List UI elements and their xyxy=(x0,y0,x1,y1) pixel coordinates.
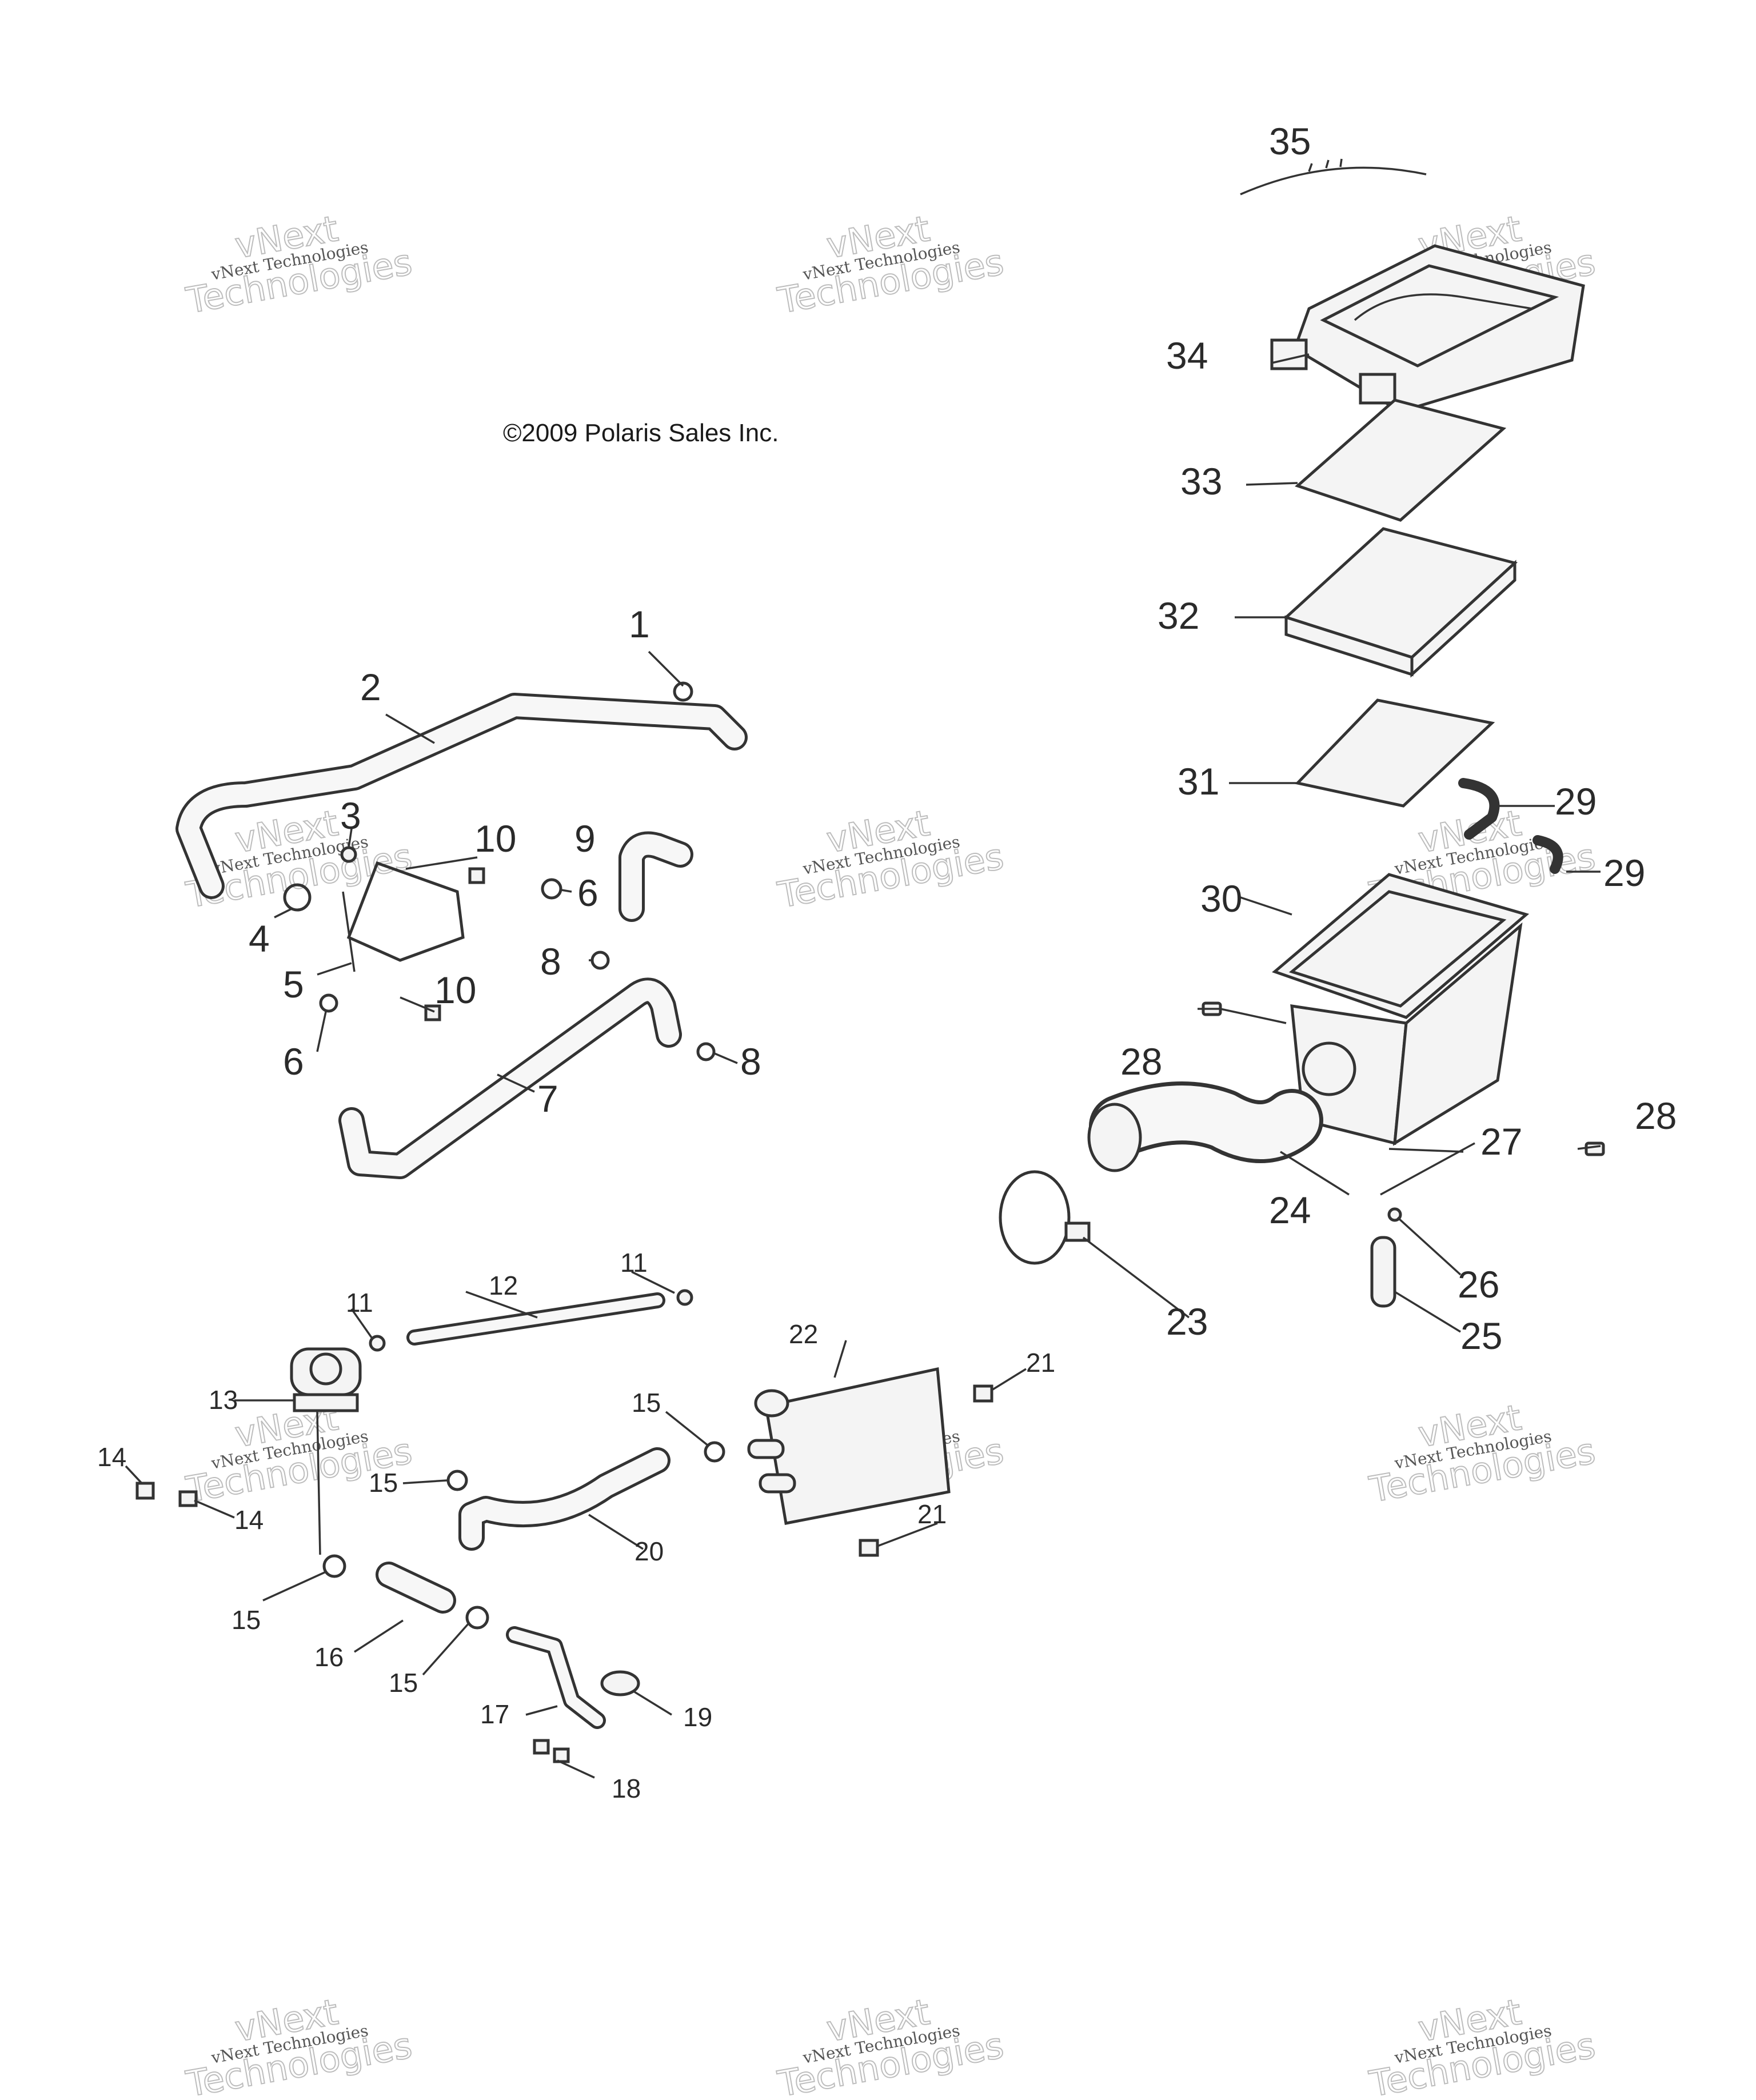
watermark: vNext Technologies vNext Technologies xyxy=(182,1990,416,2100)
part-18-bolt xyxy=(533,1739,550,1755)
copyright-notice: ©2009 Polaris Sales Inc. xyxy=(503,419,779,447)
part-14-bolt xyxy=(178,1490,198,1507)
part-23-clamp-screw xyxy=(1064,1221,1091,1242)
part-25-drain-tube xyxy=(1370,1236,1396,1308)
part-13-thermostat-valve xyxy=(290,1347,362,1555)
callout-21-upper: 21 xyxy=(1026,1348,1055,1378)
callout-27: 27 xyxy=(1480,1120,1522,1163)
part-15-clamp xyxy=(446,1470,468,1491)
part-8-clamp xyxy=(590,951,610,970)
callout-11-left: 11 xyxy=(346,1288,373,1318)
part-15-clamp xyxy=(322,1554,346,1578)
part-11-clip xyxy=(369,1335,386,1352)
callout-21-lower: 21 xyxy=(917,1499,947,1529)
leader-lines xyxy=(125,353,1601,1779)
part-19-gasket xyxy=(600,1670,640,1696)
callout-23: 23 xyxy=(1166,1300,1208,1343)
callout-14-left: 14 xyxy=(97,1442,126,1472)
part-11-clip xyxy=(676,1289,693,1306)
callout-26: 26 xyxy=(1458,1263,1499,1305)
callout-17: 17 xyxy=(480,1699,509,1729)
part-24-intake-boot xyxy=(1087,1081,1323,1172)
part-33-filter-screen xyxy=(1295,398,1507,522)
part-6-clamp xyxy=(319,993,338,1013)
part-6-clamp xyxy=(541,878,562,900)
part-23-clamp xyxy=(999,1170,1071,1265)
callout-6-left: 6 xyxy=(283,1040,304,1083)
callout-15-left: 15 xyxy=(232,1605,261,1635)
callout-18: 18 xyxy=(612,1774,641,1803)
part-31-prefilter xyxy=(1295,698,1495,808)
watermark: vNext Technologies vNext Technologies xyxy=(774,1990,1007,2100)
callout-31: 31 xyxy=(1178,760,1219,803)
part-21-bolt xyxy=(859,1539,879,1557)
part-3-nut xyxy=(340,846,357,863)
callout-1: 1 xyxy=(629,603,650,645)
callout-8-lower: 8 xyxy=(740,1040,761,1083)
callout-28-right: 28 xyxy=(1635,1095,1677,1137)
part-15-clamp xyxy=(704,1441,725,1463)
watermark: vNext Technologies vNext Technologies xyxy=(774,801,1007,917)
watermark: vNext Technologies vNext Technologies xyxy=(1366,1396,1599,1511)
watermark: vNext Technologies vNext Technologies xyxy=(774,207,1007,322)
part-10-bolt xyxy=(468,867,485,884)
part-28-bolt xyxy=(1585,1141,1605,1156)
callout-20: 20 xyxy=(634,1536,664,1566)
callout-33: 33 xyxy=(1180,460,1222,502)
part-1-clamp xyxy=(673,681,693,702)
part-30-airbox xyxy=(1272,873,1530,1146)
callout-9: 9 xyxy=(574,817,596,860)
callout-29-lower: 29 xyxy=(1603,852,1645,894)
callout-12: 12 xyxy=(489,1271,518,1300)
callout-10-lower: 10 xyxy=(434,969,476,1011)
watermark: vNext Technologies vNext Technologies xyxy=(182,207,416,322)
callout-6-right: 6 xyxy=(577,872,598,914)
callout-15-top: 15 xyxy=(632,1388,661,1418)
callout-11-right: 11 xyxy=(620,1248,648,1277)
part-34-airbox-lid xyxy=(1270,244,1585,413)
callout-5: 5 xyxy=(283,963,304,1005)
callout-24: 24 xyxy=(1269,1189,1311,1231)
callout-4: 4 xyxy=(249,917,270,960)
part-35-tick xyxy=(1308,158,1343,172)
part-21-bolt xyxy=(973,1384,993,1403)
part-22-oil-cooler xyxy=(747,1367,951,1525)
callout-30: 30 xyxy=(1200,877,1242,920)
part-15-clamp xyxy=(465,1606,489,1630)
part-29-latch xyxy=(1458,778,1500,840)
callout-25: 25 xyxy=(1460,1315,1502,1357)
callout-2: 2 xyxy=(360,666,381,708)
callout-13: 13 xyxy=(209,1385,238,1415)
callout-8-upper: 8 xyxy=(540,940,561,983)
part-10-bolt xyxy=(424,1004,441,1021)
callout-14-right: 14 xyxy=(234,1505,264,1535)
watermark: vNext Technologies vNext Technologies xyxy=(1366,1990,1599,2100)
callout-29-upper: 29 xyxy=(1555,780,1597,823)
part-32-air-filter xyxy=(1283,527,1518,678)
callout-3: 3 xyxy=(340,795,361,837)
part-8-clamp xyxy=(696,1042,716,1061)
part-18-bolt xyxy=(553,1747,570,1763)
part-14-bolt xyxy=(135,1482,155,1500)
part-4-clamp xyxy=(283,883,312,912)
callout-34: 34 xyxy=(1166,334,1208,377)
callout-10-upper: 10 xyxy=(474,817,516,860)
callout-22: 22 xyxy=(789,1319,818,1349)
callout-32: 32 xyxy=(1158,594,1199,637)
callout-19: 19 xyxy=(683,1702,712,1732)
callout-35: 35 xyxy=(1269,120,1311,162)
part-29-latch xyxy=(1532,835,1563,874)
callout-7: 7 xyxy=(537,1077,558,1120)
callout-15-lower: 15 xyxy=(389,1668,418,1698)
part-5-bracket xyxy=(342,861,465,972)
callouts: 35 34 33 32 31 29 29 30 28 28 27 24 23 2… xyxy=(97,120,1677,1803)
callout-16: 16 xyxy=(314,1642,344,1672)
callout-15-mid: 15 xyxy=(369,1468,398,1498)
callout-28-left: 28 xyxy=(1120,1040,1162,1083)
part-35-strap xyxy=(1240,166,1427,195)
